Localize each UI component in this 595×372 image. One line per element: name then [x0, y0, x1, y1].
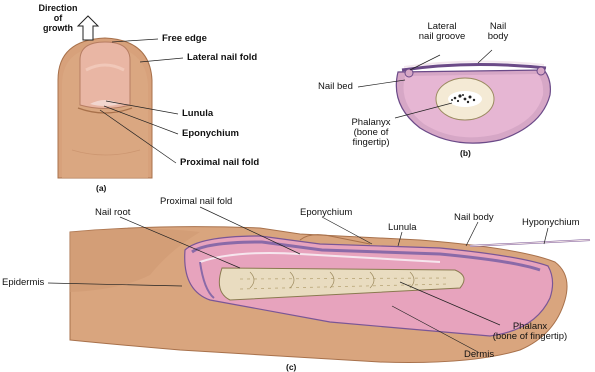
phalanx-label-b: Phalanyx (bone of fingertip) [343, 118, 399, 148]
phalanx-label-c: Phalanx (bone of fingertip) [482, 322, 578, 342]
lunula-label-a: Lunula [182, 109, 213, 119]
panel-a-finger [58, 38, 152, 178]
caption-a: (a) [96, 183, 106, 193]
proximal-nail-fold-label-a: Proximal nail fold [180, 158, 259, 168]
nail-plate-a [80, 42, 130, 109]
free-edge-label: Free edge [162, 34, 207, 44]
lunula-label-c: Lunula [388, 223, 417, 233]
nail-bed-label: Nail bed [318, 82, 353, 92]
epidermis-label: Epidermis [2, 278, 44, 288]
nail-body-label-c: Nail body [454, 213, 494, 223]
nail-body-label-b: Nail body [480, 22, 516, 42]
nail-root-label: Nail root [95, 208, 130, 218]
proximal-nail-fold-label-c: Proximal nail fold [160, 197, 232, 207]
eponychium-label-a: Eponychium [182, 129, 239, 139]
dermis-label: Dermis [464, 350, 494, 360]
hyponychium-label: Hyponychium [522, 218, 580, 228]
caption-b: (b) [460, 148, 471, 158]
lateral-nail-fold-label-a: Lateral nail fold [187, 53, 257, 63]
lateral-nail-groove-label: Lateral nail groove [414, 22, 470, 42]
caption-c: (c) [286, 362, 296, 372]
panel-c-section [70, 227, 590, 363]
panel-b-cross-section [396, 61, 550, 143]
eponychium-label-c: Eponychium [300, 208, 352, 218]
direction-of-growth-label: Direction of growth [32, 3, 84, 33]
